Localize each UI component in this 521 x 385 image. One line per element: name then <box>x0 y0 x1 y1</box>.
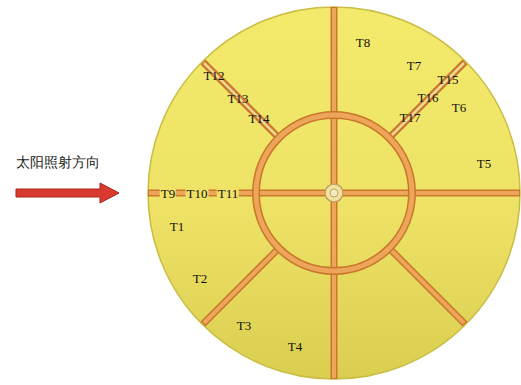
point-label: T16 <box>417 90 440 105</box>
point-label: T11 <box>217 186 239 201</box>
point-label: T10 <box>186 186 209 201</box>
point-label: T8 <box>355 35 371 50</box>
point-label: T13 <box>227 91 250 106</box>
point-label: T12 <box>203 68 226 83</box>
point-label: T2 <box>192 271 208 286</box>
point-label: T4 <box>287 339 303 354</box>
direction-caption: 太阳照射方向 <box>15 154 101 170</box>
point-label: T5 <box>476 156 492 171</box>
point-label: T15 <box>437 72 460 87</box>
point-label: T1 <box>169 219 185 234</box>
point-label: T3 <box>236 318 252 333</box>
point-label: T9 <box>160 186 176 201</box>
point-label: T6 <box>451 100 467 115</box>
inner-ring-fill <box>256 115 412 271</box>
hub <box>325 184 343 202</box>
point-label: T14 <box>248 111 271 126</box>
disk <box>148 7 520 379</box>
point-label: T7 <box>406 58 422 73</box>
hub-core <box>330 189 338 197</box>
inner-ring <box>256 115 412 271</box>
sun-arrow <box>16 183 119 203</box>
point-label: T17 <box>399 110 422 125</box>
ribs <box>148 7 520 379</box>
